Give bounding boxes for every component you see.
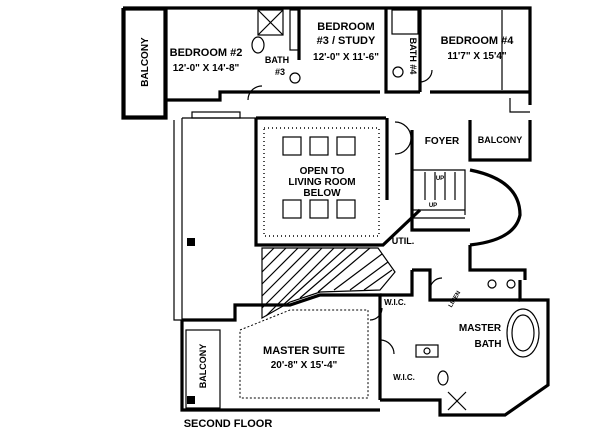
- stair-up-label-2: UP: [429, 203, 437, 209]
- bath3-number: #3: [275, 67, 285, 77]
- open-window-grid: [282, 136, 356, 219]
- stair-up-label-1: UP: [436, 176, 444, 182]
- interior-details: [124, 9, 540, 411]
- floor-caption: SECOND FLOOR: [184, 418, 273, 430]
- door-arc: [247, 85, 263, 101]
- util-label: UTIL.: [392, 236, 415, 246]
- room-labels: BALCONY BEDROOM #2 12'-0" X 14'-8" BATH …: [140, 21, 522, 430]
- open-to-label: OPEN TO: [300, 166, 345, 177]
- staircase: [413, 169, 466, 219]
- bedroom3-size: 12'-0" X 11'-6": [313, 52, 379, 63]
- master-suite-ceiling: [239, 309, 369, 399]
- bedroom2-size: 12'-0" X 14'-8": [173, 63, 240, 74]
- bedroom2-name: BEDROOM #2: [170, 47, 243, 59]
- porch-column: [187, 238, 195, 246]
- bath4-label: BATH #4: [408, 38, 418, 75]
- foyer-label: FOYER: [425, 136, 460, 147]
- door-arc: [394, 137, 412, 155]
- bedroom3-name: BEDROOM: [317, 21, 374, 33]
- bedroom4-size: 11'7" X 15'4": [447, 51, 507, 62]
- living-room-label: LIVING ROOM: [288, 177, 355, 188]
- below-label: BELOW: [303, 188, 341, 199]
- bath4-toilet-icon: [392, 66, 404, 78]
- balcony-bottom-label: BALCONY: [198, 344, 208, 389]
- open-to-below-frame: [263, 127, 380, 237]
- exterior-walls: [121, 6, 550, 417]
- bath3-window: [257, 9, 284, 36]
- master-bath-label-2: BATH: [474, 339, 501, 350]
- master-suite-size: 20'-8" X 15'-4": [271, 360, 338, 371]
- door-arc: [394, 121, 412, 139]
- hatched-bridge: [261, 247, 396, 320]
- master-bath-label-1: MASTER: [459, 323, 502, 334]
- bedroom3-study: #3 / STUDY: [317, 35, 376, 47]
- master-suite-name: MASTER SUITE: [263, 345, 345, 357]
- master-tub-icon: [506, 308, 540, 358]
- wic-lower-label: W.I.C.: [393, 373, 415, 382]
- master-toilet-icon: [437, 370, 449, 386]
- bath3-toilet-icon: [251, 36, 265, 54]
- bath4-tub-icon: [391, 9, 419, 35]
- bath3-name: BATH: [265, 55, 289, 65]
- porch-column: [187, 396, 195, 404]
- bedroom4-name: BEDROOM #4: [441, 35, 515, 47]
- balcony-right-label: BALCONY: [478, 135, 523, 145]
- balcony-left-label: BALCONY: [140, 37, 151, 87]
- bath3-sink-icon: [289, 72, 301, 84]
- wic-upper-label: W.I.C.: [384, 298, 406, 307]
